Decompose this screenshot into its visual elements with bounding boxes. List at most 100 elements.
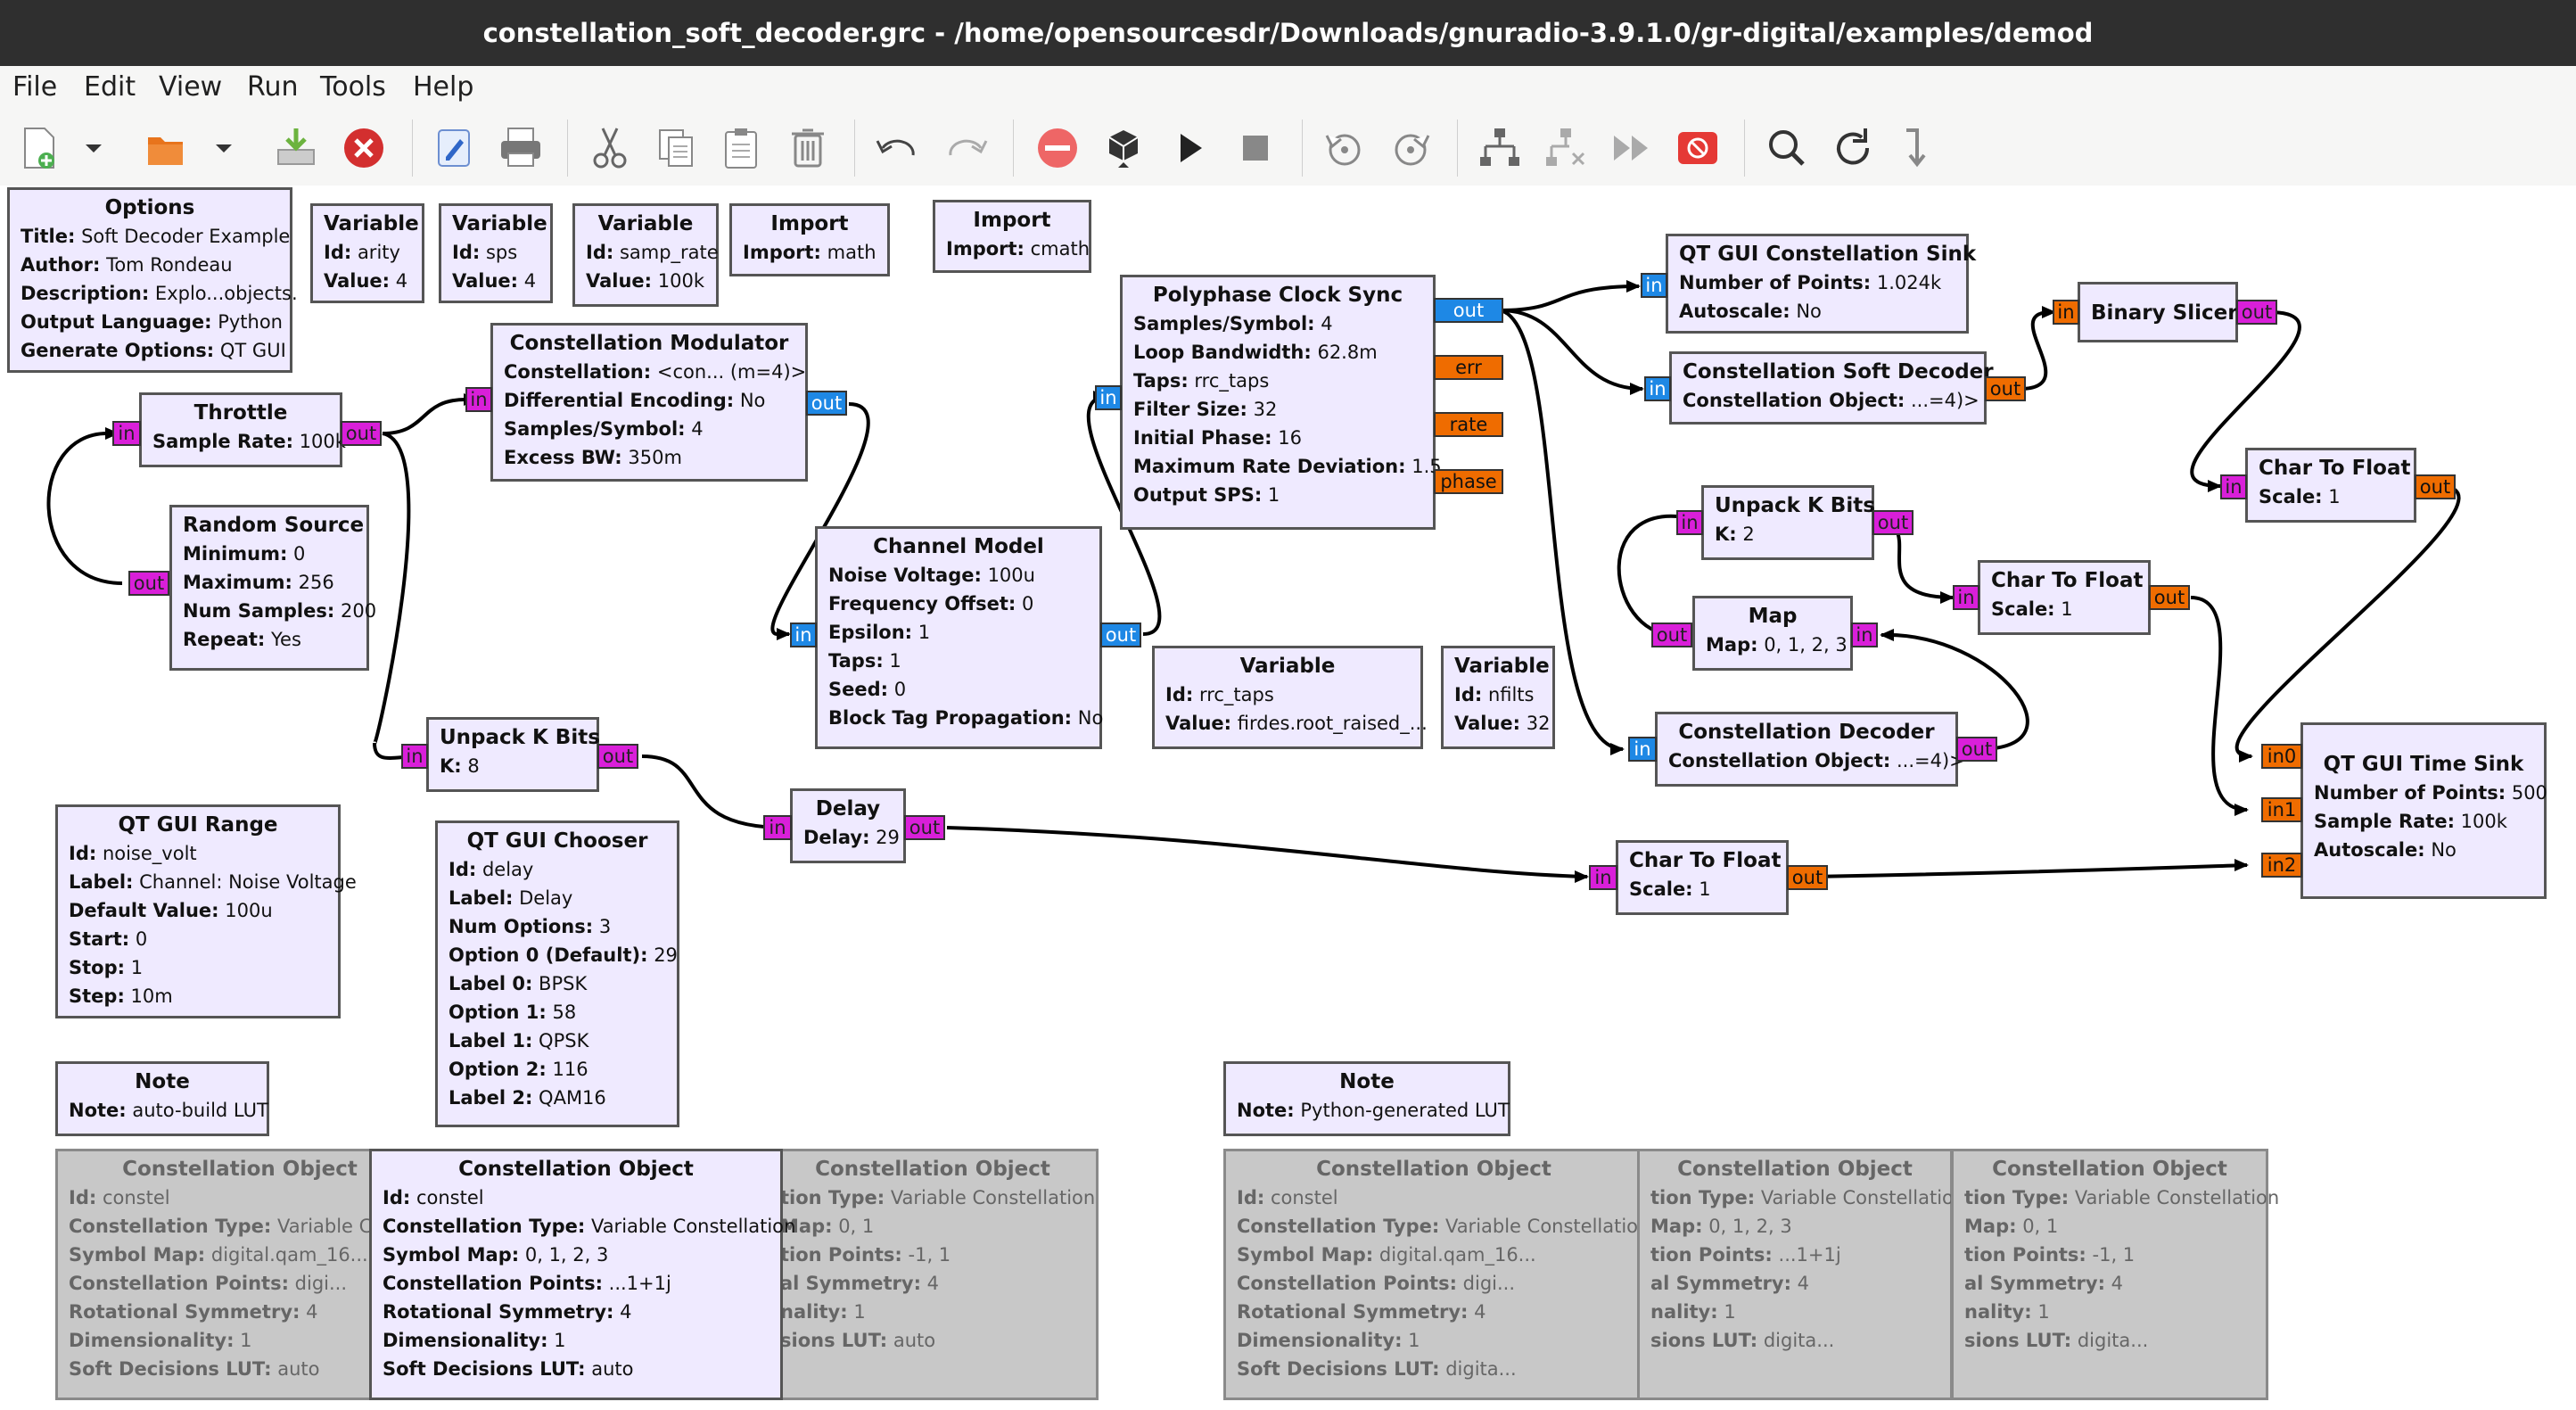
binary-slicer-out-port[interactable]: out xyxy=(2236,300,2277,325)
binary-slicer-block[interactable]: Binary Slicer xyxy=(2078,282,2238,342)
qt-gui-chooser-block[interactable]: QT GUI Chooser Id: delay Label: Delay Nu… xyxy=(435,820,679,1127)
constellation-decoder-out-port[interactable]: out xyxy=(1956,737,1997,762)
dropdown-icon[interactable] xyxy=(78,123,109,173)
constellation-modulator-in-port[interactable]: in xyxy=(465,387,492,412)
save-icon[interactable] xyxy=(271,123,321,173)
qt-gui-time-sink-block[interactable]: QT GUI Time Sink Number of Points: 500 S… xyxy=(2300,722,2547,899)
polyphase-clock-sync-out-port[interactable]: out xyxy=(1434,298,1503,323)
unpack-k-bits-8-block[interactable]: Unpack K Bits K: 8 xyxy=(426,717,600,792)
unpack-k-bits-2-in-port[interactable]: in xyxy=(1676,510,1703,535)
constellation-object-main[interactable]: Constellation Object Id: constel Constel… xyxy=(369,1149,795,1400)
menu-file[interactable]: File xyxy=(12,71,58,103)
constellation-object-disabled-3[interactable]: Constellation Object Id: constel Constel… xyxy=(1223,1149,1650,1400)
unpack-k-bits-8-out-port[interactable]: out xyxy=(597,744,638,769)
run-icon[interactable] xyxy=(1165,123,1214,173)
throttle-in-port[interactable]: in xyxy=(112,421,141,446)
char-to-float-1-out-port[interactable]: out xyxy=(2415,474,2456,499)
char-to-float-2-block[interactable]: Char To Float Scale: 1 xyxy=(1978,560,2151,635)
constellation-object-disabled-1[interactable]: Constellation Object Id: constel Constel… xyxy=(55,1149,424,1400)
constellation-object-disabled-5[interactable]: Constellation Object tion Type: Variable… xyxy=(1951,1149,2279,1400)
constellation-soft-decoder-out-port[interactable]: out xyxy=(1985,376,2026,401)
constellation-decoder-block[interactable]: Constellation Decoder Constellation Obje… xyxy=(1655,712,1965,787)
map-block[interactable]: Map Map: 0, 1, 2, 3 xyxy=(1692,596,1853,671)
channel-model-out-port[interactable]: out xyxy=(1100,623,1141,647)
polyphase-clock-sync-phase-port[interactable]: phase xyxy=(1434,469,1503,494)
unpack-k-bits-8-in-port[interactable]: in xyxy=(401,744,428,769)
enable-tree-icon[interactable] xyxy=(1475,123,1525,173)
char-to-float-1-block[interactable]: Char To Float Scale: 1 xyxy=(2245,448,2416,523)
qt-gui-constellation-sink-block[interactable]: QT GUI Constellation Sink Number of Poin… xyxy=(1666,234,1976,334)
char-to-float-3-block[interactable]: Char To Float Scale: 1 xyxy=(1616,840,1789,915)
bypass-tree-icon[interactable] xyxy=(1541,123,1591,173)
random-source-out-port[interactable]: out xyxy=(128,571,169,596)
variable-nfilts-block[interactable]: Variable Id: nfilts Value: 32 xyxy=(1441,646,1555,749)
rotate-ccw-icon[interactable] xyxy=(1320,123,1370,173)
constellation-modulator-out-port[interactable]: out xyxy=(806,391,847,416)
polyphase-clock-sync-err-port[interactable]: err xyxy=(1434,355,1503,380)
delay-in-port[interactable]: in xyxy=(763,815,792,840)
copy-icon[interactable] xyxy=(651,123,701,173)
qt-gui-constellation-sink-in-port[interactable]: in xyxy=(1641,273,1667,298)
generate-icon[interactable] xyxy=(1099,123,1148,173)
note-python-lut-block[interactable]: Note Note: Python-generated LUT xyxy=(1223,1061,1510,1136)
char-to-float-2-out-port[interactable]: out xyxy=(2149,585,2190,610)
menu-edit[interactable]: Edit xyxy=(84,71,136,103)
qt-gui-time-sink-in1-port[interactable]: in1 xyxy=(2261,797,2302,822)
note-auto-build-block[interactable]: Note Note: auto-build LUT xyxy=(55,1061,269,1136)
constellation-decoder-in-port[interactable]: in xyxy=(1628,737,1657,762)
fast-forward-icon[interactable] xyxy=(1607,123,1657,173)
polyphase-clock-sync-rate-port[interactable]: rate xyxy=(1434,412,1503,437)
reload-icon[interactable] xyxy=(1828,123,1878,173)
char-to-float-1-in-port[interactable]: in xyxy=(2220,474,2247,499)
redo-icon[interactable] xyxy=(942,123,992,173)
channel-model-block[interactable]: Channel Model Noise Voltage: 100u Freque… xyxy=(815,526,1103,749)
variable-samp-rate-block[interactable]: Variable Id: samp_rate Value: 100k xyxy=(572,203,719,307)
random-source-block[interactable]: Random Source Minimum: 0 Maximum: 256 Nu… xyxy=(169,505,376,671)
qt-gui-time-sink-in2-port[interactable]: in2 xyxy=(2261,853,2302,878)
unpack-k-bits-2-block[interactable]: Unpack K Bits K: 2 xyxy=(1701,485,1875,560)
menu-tools[interactable]: Tools xyxy=(320,71,386,103)
properties-icon[interactable] xyxy=(430,123,480,173)
throttle-out-port[interactable]: out xyxy=(341,421,382,446)
menu-help[interactable]: Help xyxy=(413,71,474,103)
undo-icon[interactable] xyxy=(872,123,922,173)
constellation-object-disabled-4[interactable]: Constellation Object tion Type: Variable… xyxy=(1637,1149,1965,1400)
binary-slicer-in-port[interactable]: in xyxy=(2053,300,2079,325)
delete-icon[interactable] xyxy=(783,123,833,173)
close-icon[interactable] xyxy=(339,123,389,173)
menu-view[interactable]: View xyxy=(159,71,223,103)
paste-icon[interactable] xyxy=(717,123,767,173)
polyphase-clock-sync-in-port[interactable]: in xyxy=(1095,385,1122,410)
jump-icon[interactable] xyxy=(1894,123,1944,173)
import-cmath-block[interactable]: Import Import: cmath xyxy=(933,200,1091,273)
qt-gui-range-block[interactable]: QT GUI Range Id: noise_volt Label: Chann… xyxy=(55,804,357,1018)
dropdown-icon[interactable] xyxy=(209,123,239,173)
disable-icon[interactable] xyxy=(1033,123,1082,173)
print-icon[interactable] xyxy=(496,123,546,173)
delay-block[interactable]: Delay Delay: 29 xyxy=(790,788,906,863)
new-flowgraph-icon[interactable] xyxy=(14,123,64,173)
rotate-cw-icon[interactable] xyxy=(1386,123,1436,173)
constellation-soft-decoder-block[interactable]: Constellation Soft Decoder Constellation… xyxy=(1669,351,1994,425)
char-to-float-2-in-port[interactable]: in xyxy=(1953,585,1979,610)
cut-icon[interactable] xyxy=(585,123,635,173)
kill-icon[interactable] xyxy=(1673,123,1723,173)
map-in-port[interactable]: in xyxy=(1851,623,1878,647)
delay-out-port[interactable]: out xyxy=(904,815,945,840)
open-icon[interactable] xyxy=(141,123,191,173)
channel-model-in-port[interactable]: in xyxy=(790,623,817,647)
stop-icon[interactable] xyxy=(1230,123,1280,173)
polyphase-clock-sync-block[interactable]: Polyphase Clock Sync Samples/Symbol: 4 L… xyxy=(1120,275,1442,530)
search-icon[interactable] xyxy=(1762,123,1812,173)
qt-gui-time-sink-in0-port[interactable]: in0 xyxy=(2261,744,2302,769)
map-out-port[interactable]: out xyxy=(1651,623,1692,647)
char-to-float-3-in-port[interactable]: in xyxy=(1589,865,1617,890)
flowgraph-canvas[interactable]: Options Title: Soft Decoder Example Auth… xyxy=(0,186,2576,1410)
options-block[interactable]: Options Title: Soft Decoder Example Auth… xyxy=(7,187,298,373)
import-math-block[interactable]: Import Import: math xyxy=(729,203,890,276)
variable-rrc-taps-block[interactable]: Variable Id: rrc_taps Value: firdes.root… xyxy=(1152,646,1428,749)
variable-sps-block[interactable]: Variable Id: sps Value: 4 xyxy=(439,203,553,303)
throttle-block[interactable]: Throttle Sample Rate: 100k xyxy=(139,392,346,467)
char-to-float-3-out-port[interactable]: out xyxy=(1787,865,1828,890)
constellation-object-disabled-2[interactable]: Constellation Object tion Type: Variable… xyxy=(767,1149,1099,1400)
